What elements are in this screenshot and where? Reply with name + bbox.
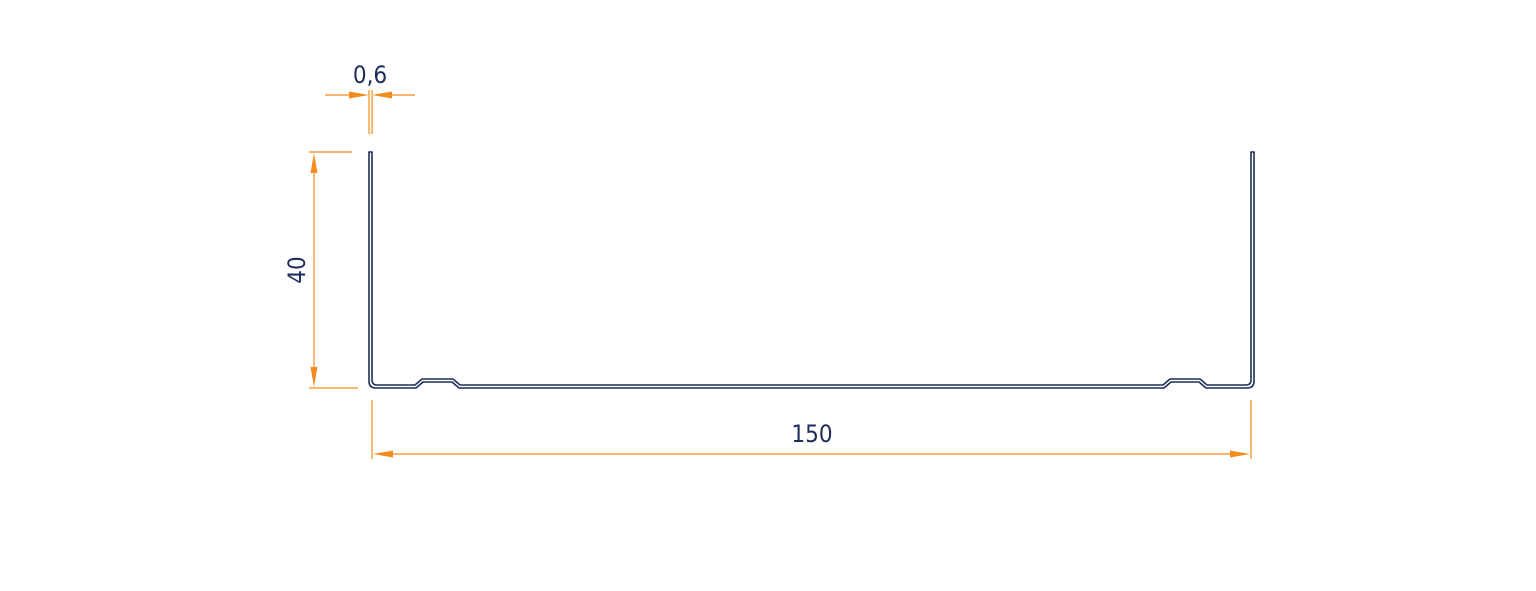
width-arrow-left (373, 450, 393, 458)
thickness-dimension: 0,6 (325, 61, 415, 134)
width-dimension: 150 (371, 400, 1252, 459)
profile-inner-edge (371, 151, 1252, 386)
height-dimension: 40 (283, 151, 358, 389)
height-arrow-bottom (310, 367, 318, 387)
thickness-label: 0,6 (353, 61, 387, 89)
width-label: 150 (791, 420, 832, 448)
height-label: 40 (283, 256, 311, 283)
thickness-arrow-left (349, 91, 369, 99)
width-arrow-right (1230, 450, 1250, 458)
profile-outer-edge (368, 151, 1255, 389)
height-arrow-top (310, 153, 318, 173)
thickness-arrow-right (372, 91, 392, 99)
channel-profile (368, 151, 1255, 389)
